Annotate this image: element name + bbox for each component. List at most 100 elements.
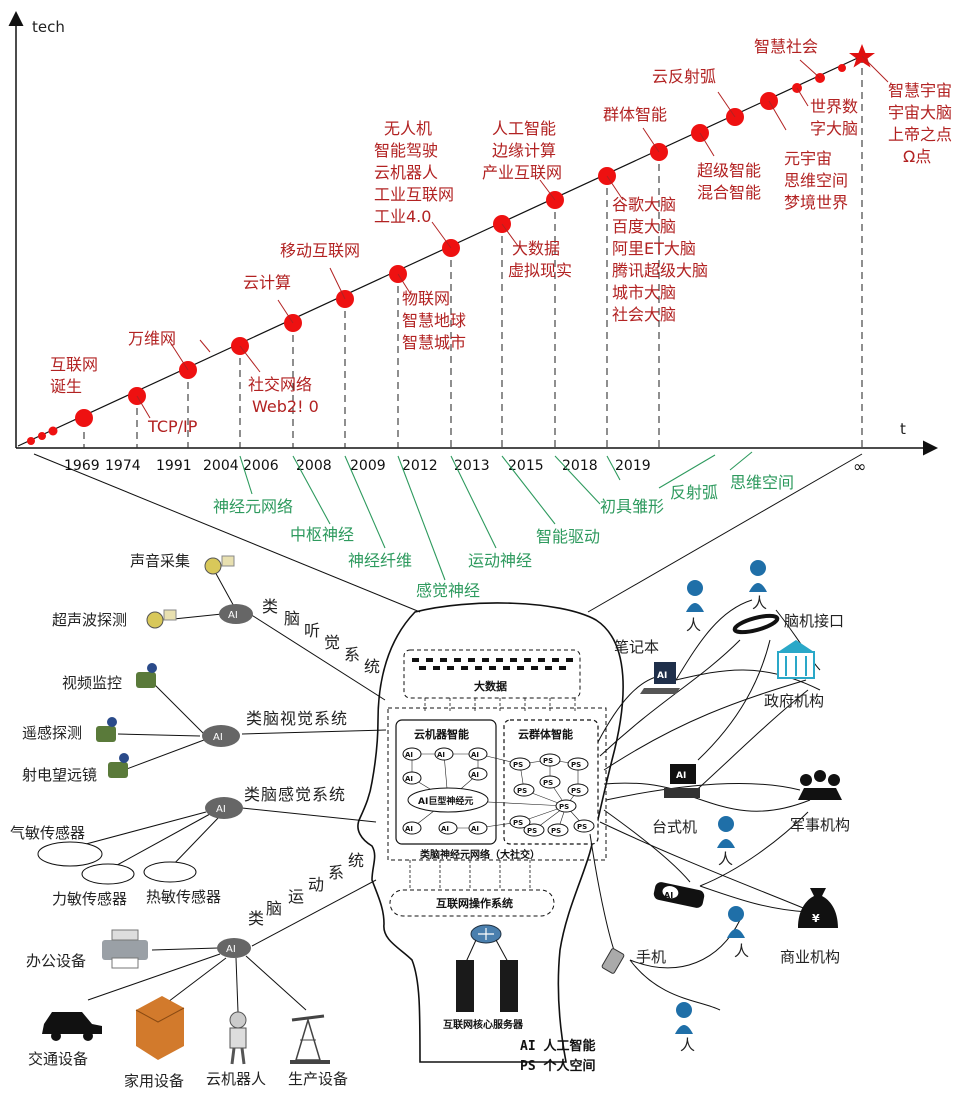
year-label: 2012 <box>402 458 438 474</box>
svg-text:AI: AI <box>226 944 236 955</box>
stage-label: 中枢神经 <box>290 525 354 544</box>
svg-text:PS: PS <box>543 779 553 787</box>
svg-text:AI: AI <box>441 825 449 833</box>
year-label: 2004 <box>203 458 239 474</box>
svg-text:PS: PS <box>517 787 527 795</box>
milestone-label: 物联网智慧地球智慧城市 <box>402 289 466 352</box>
stage-label: 思维空间 <box>730 473 794 492</box>
gov-label: 政府机构 <box>764 692 824 710</box>
milestone-label: 万维网 <box>128 329 176 348</box>
system-labels: 类脑听觉系统 类脑视觉系统 类脑感觉系统 类脑运动系统 <box>244 597 380 928</box>
stage-label: 感觉神经 <box>416 581 480 600</box>
legend-ps: PS 个人空间 <box>520 1058 595 1074</box>
milestone-leaders <box>136 55 889 419</box>
laptop-label: 笔记本 <box>614 638 659 656</box>
milestone-label: 无人机智能驾驶云机器人工业互联网工业4.0 <box>374 119 454 226</box>
bigdata-connectors <box>424 698 576 712</box>
business-label: 商业机构 <box>780 948 840 966</box>
neural-network-box: 云机器智能 云群体智能 类脑神经元网络（大社交） AI AI AI AI AI … <box>387 707 607 861</box>
milestone-label: 群体智能 <box>603 105 667 124</box>
svg-text:PS: PS <box>543 757 553 765</box>
year-label: 1969 <box>64 458 100 474</box>
radio-telescope-camera-icon <box>108 753 129 778</box>
timeline-section: tech t <box>8 11 952 600</box>
svg-text:PS: PS <box>551 827 561 835</box>
bci-headband-icon <box>732 613 780 635</box>
ultrasonic-icon <box>146 609 177 629</box>
bci-label: 脑机接口 <box>784 612 844 630</box>
desktop-label: 台式机 <box>652 818 697 836</box>
phone-label: 手机 <box>636 948 666 966</box>
stage-label: 反射弧 <box>670 483 718 502</box>
year-label: 2006 <box>243 458 279 474</box>
ai-hub-motion <box>217 938 251 958</box>
network-label: 类脑神经元网络（大社交） <box>420 848 540 861</box>
milestone-label: 世界数字大脑 <box>810 97 858 138</box>
svg-text:AI: AI <box>405 825 413 833</box>
laptop-icon: AI <box>640 662 680 694</box>
microphone-icon <box>204 555 235 575</box>
government-building-icon <box>777 640 815 679</box>
legend: AI 人工智能 PS 个人空间 <box>520 1038 595 1074</box>
device-label: 热敏传感器 <box>146 888 221 906</box>
person-label: 人 <box>752 594 767 612</box>
right-icons: AI AI AI ¥ <box>601 560 842 1034</box>
cloud-robot-label: 云机器智能 <box>414 727 469 741</box>
svg-text:AI: AI <box>664 891 673 900</box>
svg-text:PS: PS <box>513 761 523 769</box>
os-label: 互联网操作系统 <box>436 896 513 910</box>
os-connectors <box>409 860 531 890</box>
robot-icon <box>229 1011 247 1065</box>
ai-hub-vision <box>202 725 240 747</box>
y-axis-label: tech <box>32 18 65 36</box>
ai-hubs: AI AI AI AI <box>202 604 253 958</box>
year-label: 2015 <box>508 458 544 474</box>
person-label: 人 <box>680 1036 695 1054</box>
milestone-label: 云计算 <box>243 273 291 292</box>
vr-glasses-icon: AI <box>653 882 705 908</box>
person-label: 人 <box>734 942 749 960</box>
device-label: 气敏传感器 <box>10 824 85 842</box>
vertical-guides <box>83 56 863 448</box>
server-icon <box>456 960 474 1012</box>
device-label: 超声波探测 <box>52 611 127 629</box>
svg-text:AI: AI <box>437 751 445 759</box>
svg-text:AI: AI <box>405 775 413 783</box>
svg-text:PS: PS <box>513 819 523 827</box>
svg-text:PS: PS <box>559 803 569 811</box>
cloud-group-label: 云群体智能 <box>518 727 573 741</box>
svg-text:AI: AI <box>676 771 686 781</box>
device-label: 家用设备 <box>124 1072 184 1090</box>
stage-label: 初具雏形 <box>600 497 664 516</box>
milestone-label: 移动互联网 <box>280 241 360 260</box>
military-icon <box>798 770 842 800</box>
core-servers: 互联网核心服务器 <box>443 924 524 1031</box>
person-icon <box>675 1002 693 1034</box>
milestone-label: 互联网诞生 <box>50 355 98 396</box>
head-outline <box>357 602 624 1063</box>
stage-leaders <box>239 451 753 581</box>
milestone-label: 人工智能边缘计算产业互联网 <box>482 119 562 182</box>
legend-ai: AI 人工智能 <box>520 1038 595 1054</box>
milestone-label: 云反射弧 <box>652 67 716 86</box>
svg-text:AI: AI <box>471 751 479 759</box>
stage-labels: 神经元网络 中枢神经 神经纤维 感觉神经 运动神经 智能驱动 初具雏形 反射弧 … <box>213 473 794 600</box>
svg-text:AI: AI <box>228 610 238 621</box>
right-labels: 人 人 人 人 人 笔记本 脑机接口 政府机构 台式机 军事机构 手机 商业机构 <box>614 594 850 1054</box>
device-label: 交通设备 <box>28 1050 88 1068</box>
year-label: 2009 <box>350 458 386 474</box>
svg-text:PS: PS <box>571 787 581 795</box>
device-label: 力敏传感器 <box>52 890 127 908</box>
milestone-label: 超级智能混合智能 <box>697 161 761 202</box>
person-icon <box>717 816 735 848</box>
person-label: 人 <box>718 850 733 868</box>
ai-hub-hearing <box>219 604 253 624</box>
device-label: 射电望远镜 <box>22 766 97 784</box>
person-icon <box>686 580 704 612</box>
military-label: 军事机构 <box>790 816 850 834</box>
left-device-icons <box>37 555 330 1065</box>
milestone-label: 元宇宙思维空间梦境世界 <box>784 149 848 212</box>
